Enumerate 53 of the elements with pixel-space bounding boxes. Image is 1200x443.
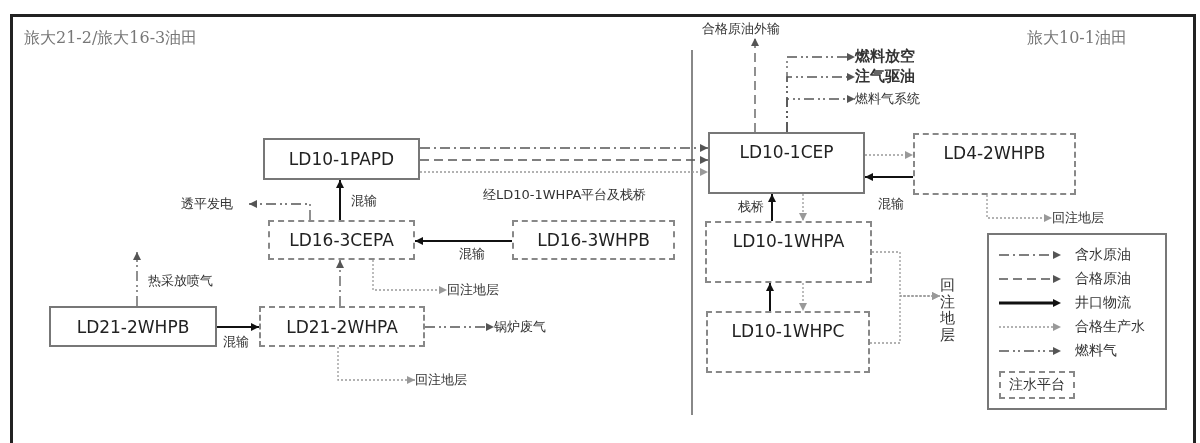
destination-label: 锅炉废气 <box>494 318 546 336</box>
destination-label: 回注地层 <box>415 371 467 389</box>
flow-arrow <box>799 282 807 312</box>
flow-arrow <box>864 173 914 181</box>
legend-key: 注水平台 <box>999 371 1075 399</box>
destination-label: 燃料放空 <box>855 47 915 65</box>
edge-label: 混输 <box>877 196 905 212</box>
platform-box: LD21-2WHPB <box>49 306 217 347</box>
flow-arrow <box>419 144 709 152</box>
flow-arrow <box>768 193 776 222</box>
legend-text: 含水原油 <box>1075 246 1131 264</box>
edge-label: 栈桥 <box>737 199 765 215</box>
flow-arrow <box>751 37 759 133</box>
legend-text: 合格原油 <box>1075 270 1131 288</box>
flow-arrow <box>766 282 774 312</box>
flow-arrow <box>424 323 495 331</box>
injection-platform-box: LD21-2WHPA <box>259 306 425 347</box>
edge-label: 热采放喷气 <box>147 273 214 289</box>
flow-arrow <box>337 346 416 384</box>
oilfield-title: 旅大10-1油田 <box>1027 28 1127 49</box>
flow-arrow <box>986 194 1053 222</box>
flow-arrow <box>133 251 141 307</box>
flow-arrow <box>248 200 311 221</box>
destination-label: 注气驱油 <box>855 67 915 85</box>
flow-arrow <box>419 156 709 164</box>
oilfield-title: 旅大21-2/旅大16-3油田 <box>24 28 198 49</box>
edge-label: 混输 <box>458 246 486 262</box>
destination-label: 燃料气系统 <box>855 90 920 108</box>
edge-label: 混输 <box>222 334 250 350</box>
legend-text: 井口物流 <box>1075 294 1131 312</box>
platform-box: LD10-1PAPD <box>263 138 420 180</box>
platform-box: LD10-1CEP <box>708 132 865 194</box>
legend-text: 燃料气 <box>1075 342 1117 360</box>
injection-platform-box: LD10-1WHPA <box>705 221 872 283</box>
destination-label: 回注地层 <box>1052 209 1104 227</box>
flow-arrow <box>336 259 344 307</box>
edge-label: 经LD10-1WHPA平台及栈桥 <box>482 187 648 203</box>
destination-label: 合格原油外输 <box>702 20 780 38</box>
edge-label: 混输 <box>350 193 378 209</box>
flow-arrow <box>414 237 513 245</box>
destination-label: 回注地层 <box>447 281 499 299</box>
flow-arrow <box>336 179 344 221</box>
flow-arrow <box>799 193 807 222</box>
injection-platform-box: LD10-1WHPC <box>706 311 870 373</box>
injection-platform-box: LD16-3WHPB <box>512 220 675 260</box>
legend-text: 合格生产水 <box>1075 318 1145 336</box>
flow-arrow <box>786 95 856 133</box>
injection-platform-box: LD4-2WHPB <box>913 133 1076 195</box>
destination-label: 回注地层 <box>940 277 955 343</box>
injection-platform-box: LD16-3CEPA <box>268 220 415 260</box>
flow-arrow <box>372 259 448 294</box>
destination-label: 透平发电 <box>181 195 233 213</box>
flow-arrow <box>216 323 260 331</box>
